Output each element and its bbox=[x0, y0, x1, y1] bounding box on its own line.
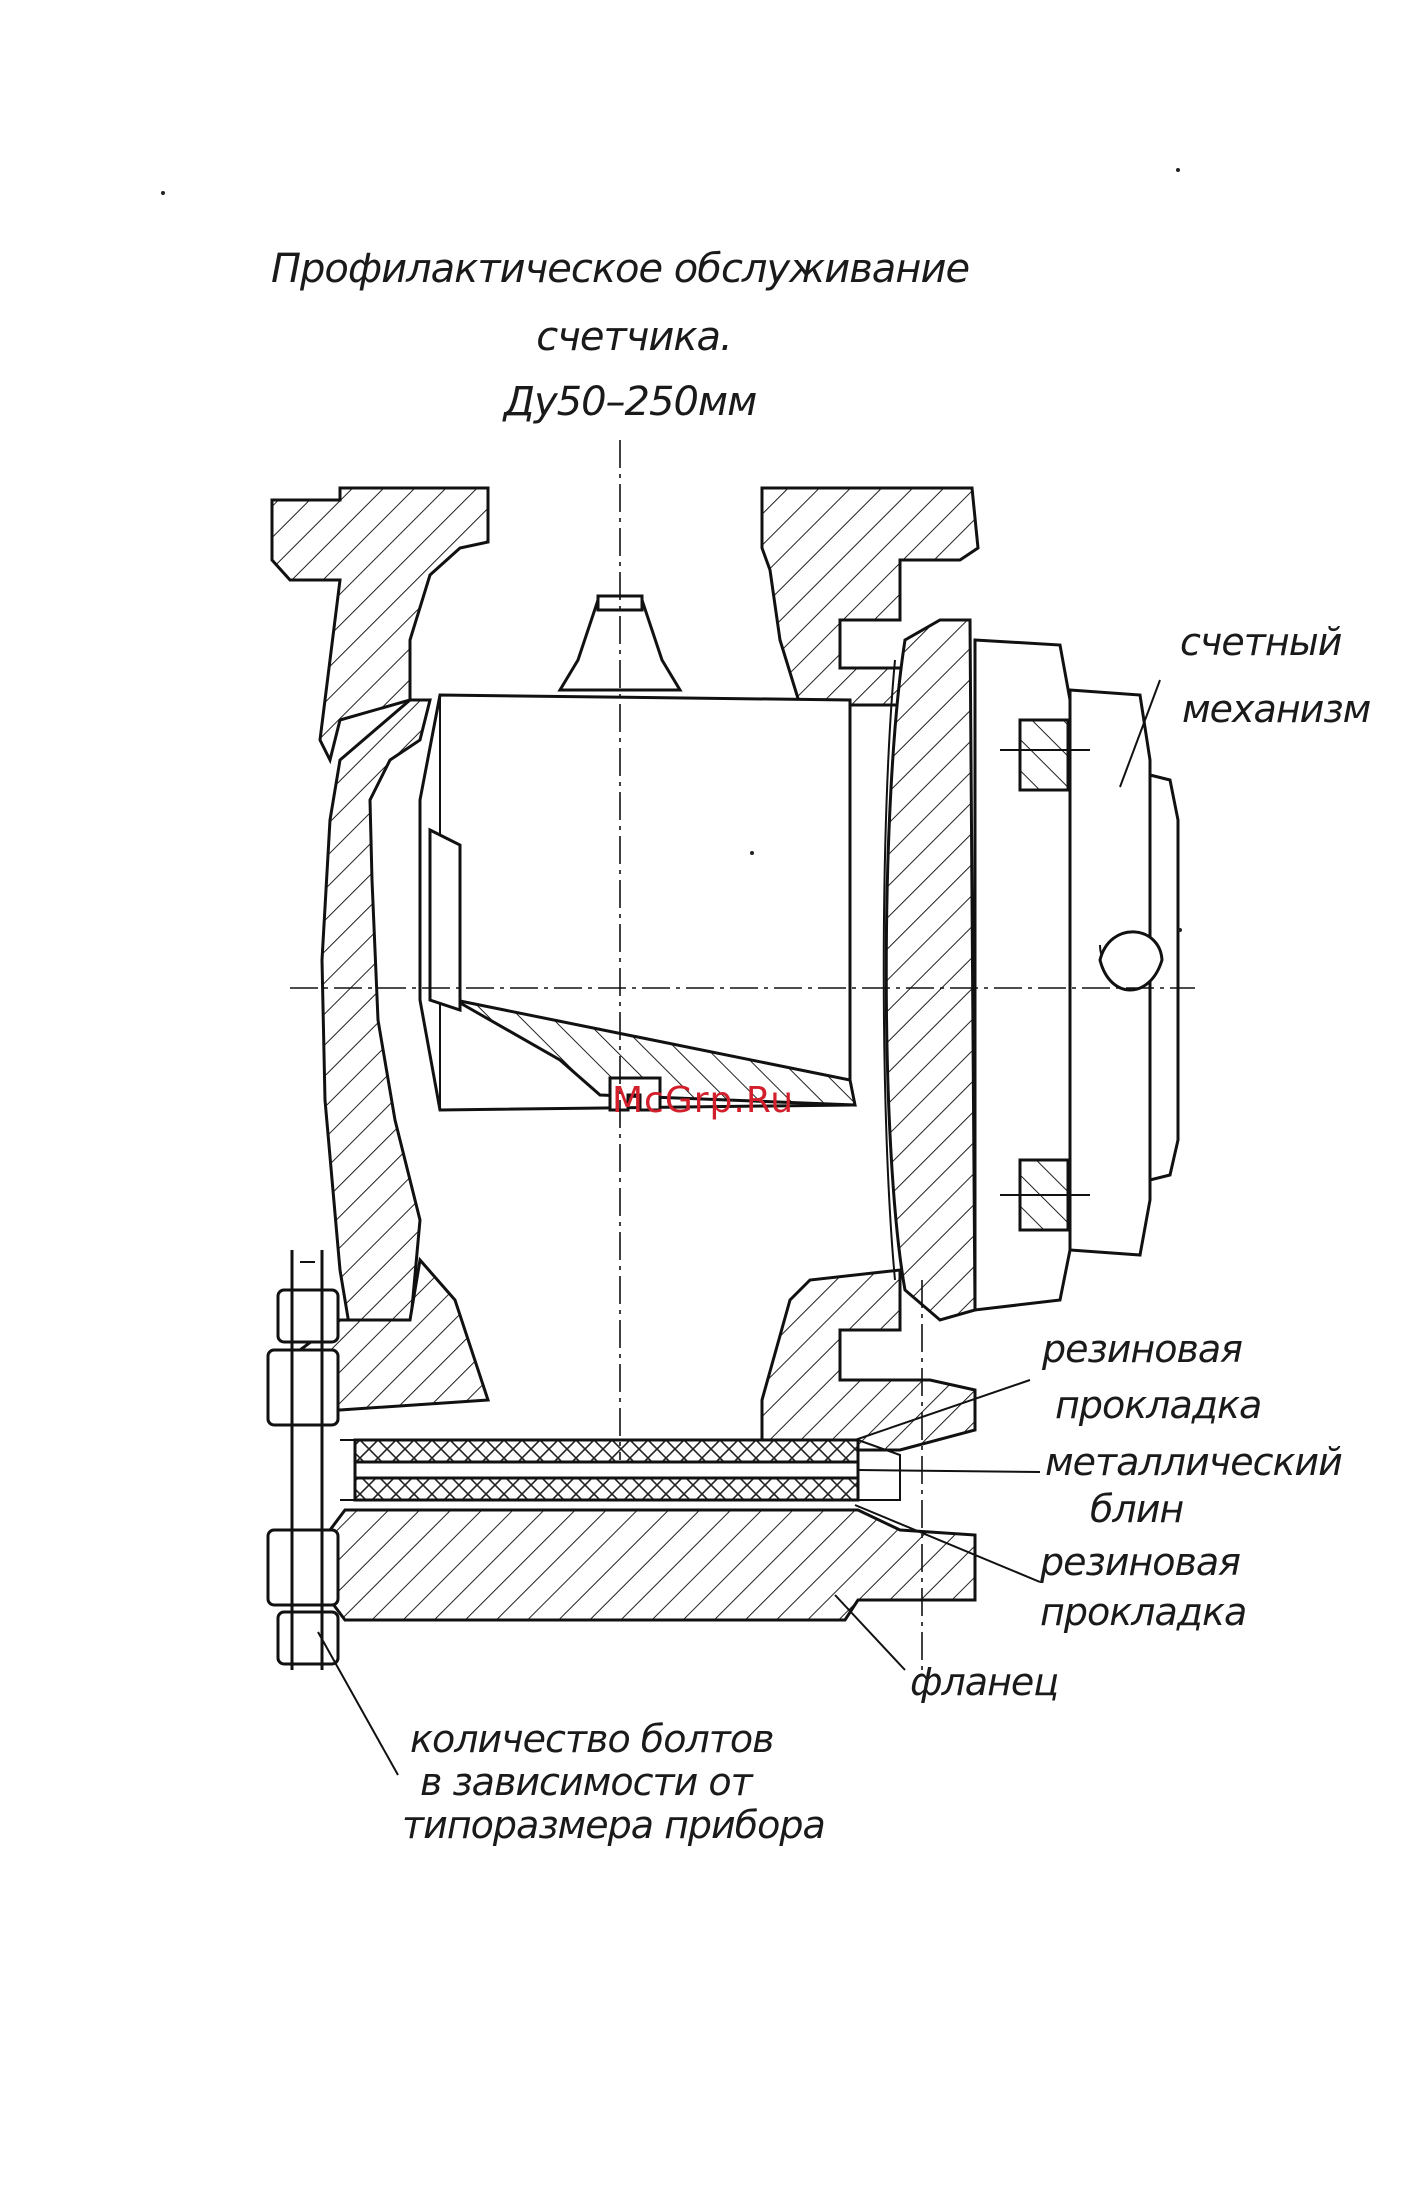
label-bolts-1: количество болтов bbox=[410, 1717, 774, 1761]
label-rubber-gasket-top-1: резиновая bbox=[1041, 1327, 1242, 1371]
label-bolts-3: типоразмера прибора bbox=[402, 1803, 825, 1847]
watermark: McGrp.Ru bbox=[612, 1080, 794, 1121]
label-rubber-gasket-bottom-2: прокладка bbox=[1040, 1590, 1246, 1634]
label-rubber-gasket-top-2: прокладка bbox=[1055, 1383, 1261, 1427]
speck bbox=[1178, 928, 1182, 932]
speck bbox=[161, 191, 165, 195]
speck bbox=[1176, 168, 1180, 172]
label-bolts-2: в зависимости от bbox=[420, 1760, 755, 1804]
label-counting-mechanism-1: счетный bbox=[1180, 620, 1342, 664]
label-counting-mechanism-2: механизм bbox=[1182, 687, 1371, 731]
meter-body bbox=[268, 440, 1195, 1670]
title-line-2: счетчика. bbox=[536, 314, 732, 360]
label-metal-blank-2: блин bbox=[1090, 1487, 1183, 1531]
speck bbox=[750, 851, 754, 855]
label-flange: фланец bbox=[910, 1660, 1058, 1704]
title-line-3: Ду50–250мм bbox=[502, 379, 757, 425]
label-rubber-gasket-bottom-1: резиновая bbox=[1039, 1540, 1240, 1584]
title-line-1: Профилактическое обслуживание bbox=[271, 246, 969, 292]
label-metal-blank-1: металлический bbox=[1045, 1440, 1342, 1484]
